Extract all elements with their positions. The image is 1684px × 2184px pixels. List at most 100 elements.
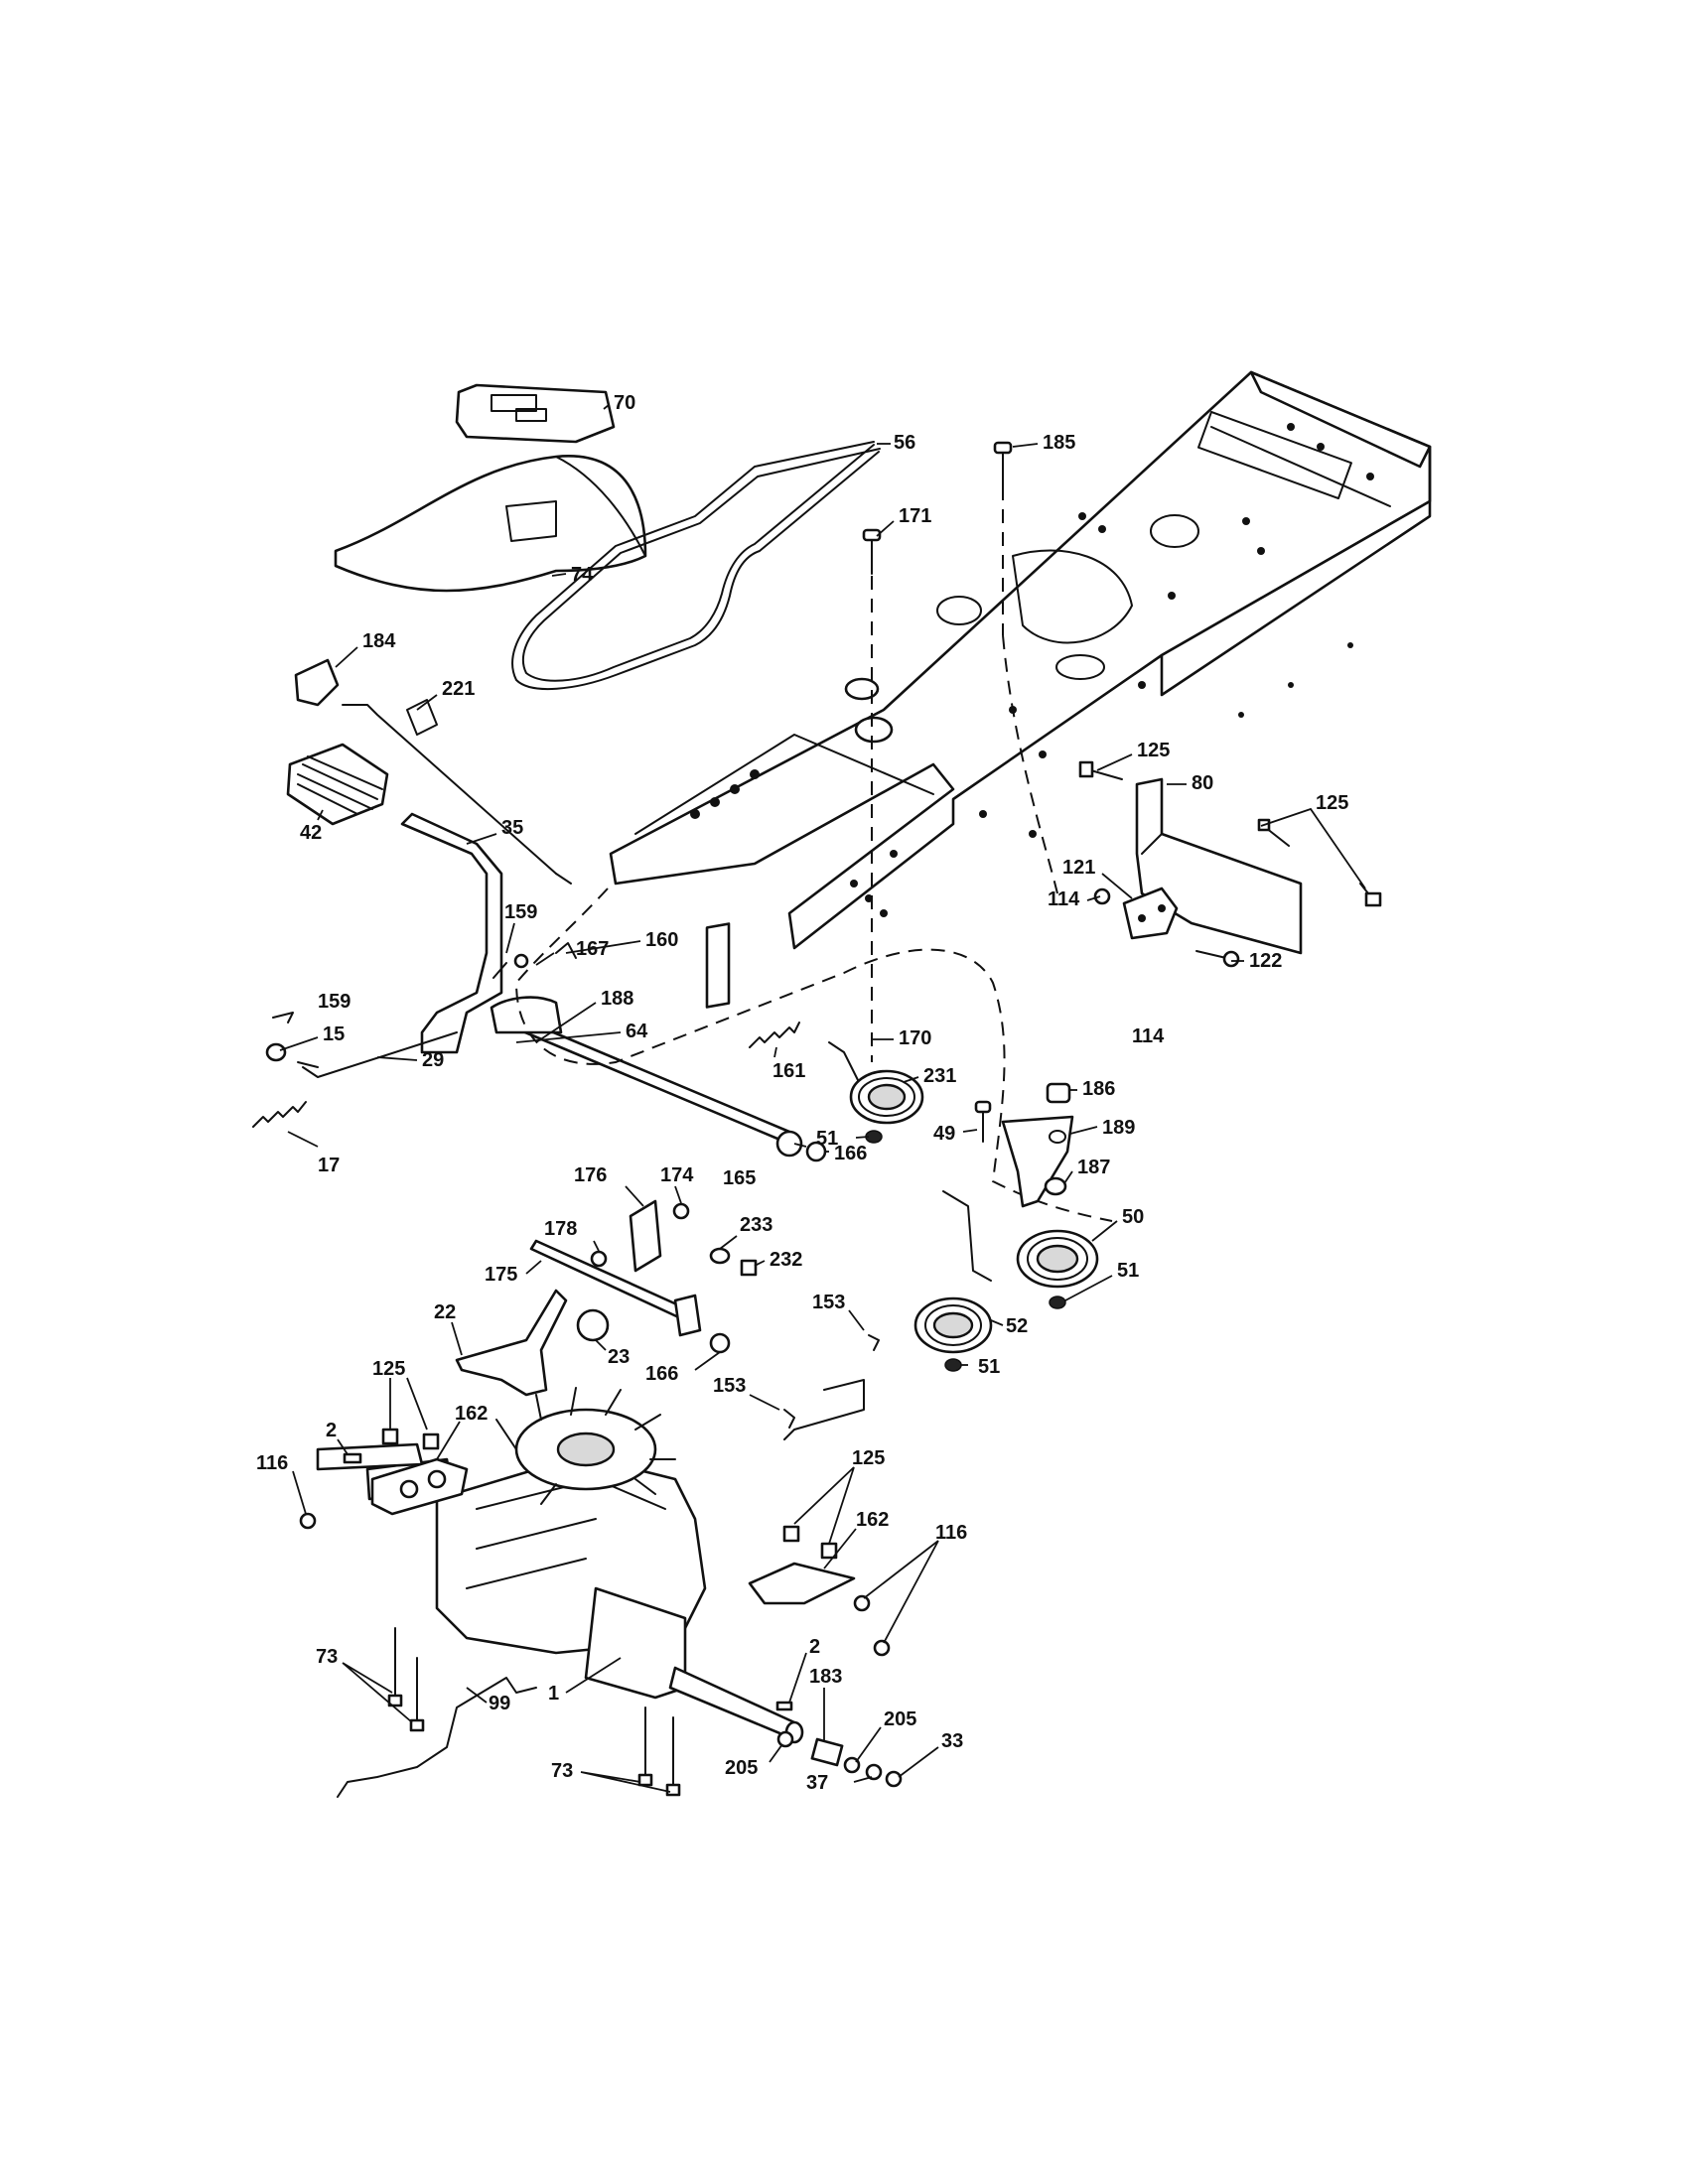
callout-167: 167 bbox=[576, 938, 609, 960]
callout-205-a: 205 bbox=[725, 1757, 758, 1779]
callout-171: 171 bbox=[899, 505, 931, 527]
callout-125-d: 125 bbox=[852, 1447, 885, 1469]
bolt-185 bbox=[993, 441, 1013, 635]
callout-50: 50 bbox=[1122, 1206, 1144, 1228]
rod-35 bbox=[342, 704, 572, 885]
callout-161: 161 bbox=[772, 1060, 805, 1082]
callout-153-b: 153 bbox=[713, 1375, 746, 1397]
callout-125-a: 125 bbox=[1137, 740, 1170, 761]
callout-23: 23 bbox=[608, 1346, 630, 1368]
callout-176: 176 bbox=[574, 1164, 607, 1186]
callout-170: 170 bbox=[899, 1027, 931, 1049]
callout-153-a: 153 bbox=[812, 1292, 845, 1313]
spring-17 bbox=[252, 1101, 307, 1128]
callout-231: 231 bbox=[923, 1065, 956, 1087]
callout-52: 52 bbox=[1006, 1315, 1028, 1337]
callout-221: 221 bbox=[442, 678, 475, 700]
bracket-176 bbox=[629, 1199, 662, 1273]
callout-159-b: 159 bbox=[318, 991, 351, 1013]
rod-29 bbox=[297, 1031, 458, 1078]
callout-166-b: 166 bbox=[645, 1363, 678, 1385]
callout-175: 175 bbox=[485, 1264, 517, 1286]
nut-174 bbox=[672, 1202, 690, 1220]
nut-114 bbox=[1093, 887, 1111, 905]
callout-56: 56 bbox=[894, 432, 915, 454]
nut-51-right bbox=[1049, 1296, 1066, 1309]
washer-166-lower bbox=[709, 1332, 731, 1354]
callout-2-b: 2 bbox=[809, 1636, 820, 1658]
key-2-left bbox=[343, 1452, 362, 1464]
callout-74: 74 bbox=[571, 564, 594, 586]
callout-49: 49 bbox=[933, 1123, 955, 1145]
callout-99: 99 bbox=[489, 1693, 510, 1714]
parts-159-160-167 bbox=[492, 942, 577, 979]
callout-165: 165 bbox=[723, 1167, 756, 1189]
nuts-125-116 bbox=[299, 1428, 891, 1657]
pedal-pad-42 bbox=[286, 743, 389, 826]
callout-174: 174 bbox=[660, 1164, 694, 1186]
washer-187 bbox=[1044, 1176, 1067, 1196]
bracket-80 bbox=[1135, 777, 1303, 955]
spacer-186 bbox=[1046, 1082, 1071, 1104]
bolt-171 bbox=[862, 528, 882, 1062]
routing-line-2 bbox=[1002, 634, 1058, 894]
bracket-left-of-50 bbox=[942, 1190, 992, 1282]
arm-189 bbox=[1001, 1115, 1074, 1208]
callout-121: 121 bbox=[1062, 857, 1095, 879]
pin-122 bbox=[1195, 950, 1240, 968]
spacer-183 bbox=[810, 1737, 844, 1767]
callout-42: 42 bbox=[300, 822, 322, 844]
callout-labels: 70 56 185 171 74 184 221 42 35 125 80 12… bbox=[256, 392, 1348, 1794]
pulley-52 bbox=[913, 1297, 993, 1354]
callout-125-b: 125 bbox=[1316, 792, 1348, 814]
plate-121 bbox=[1122, 887, 1179, 940]
lever-22 bbox=[455, 1289, 568, 1397]
callout-22: 22 bbox=[434, 1301, 456, 1323]
clip-221 bbox=[406, 699, 438, 736]
callout-51-c: 51 bbox=[978, 1356, 1000, 1378]
callout-80: 80 bbox=[1192, 772, 1213, 794]
callout-29: 29 bbox=[422, 1049, 444, 1071]
callout-1: 1 bbox=[548, 1683, 559, 1705]
pulley-50 bbox=[1016, 1229, 1099, 1289]
callout-162-b: 162 bbox=[856, 1509, 889, 1531]
callout-116-a: 116 bbox=[256, 1452, 288, 1474]
bolt-49 bbox=[974, 1100, 992, 1143]
callout-33: 33 bbox=[941, 1730, 963, 1752]
callout-51-b: 51 bbox=[1117, 1260, 1139, 1282]
shaft-175 bbox=[529, 1239, 702, 1337]
callout-162-a: 162 bbox=[455, 1403, 488, 1425]
washer-15 bbox=[265, 1042, 287, 1062]
callout-114-a: 114 bbox=[1048, 888, 1080, 910]
callout-160: 160 bbox=[645, 929, 678, 951]
callout-188: 188 bbox=[601, 988, 633, 1010]
callout-166-a: 166 bbox=[834, 1143, 867, 1164]
ball-23 bbox=[576, 1308, 610, 1342]
callout-183: 183 bbox=[809, 1666, 842, 1688]
leader-lines bbox=[279, 404, 1366, 1793]
washer-233 bbox=[709, 1247, 731, 1265]
pulley-231 bbox=[849, 1069, 924, 1125]
bushing-165 bbox=[775, 1130, 803, 1158]
callout-51-a: 51 bbox=[816, 1128, 838, 1150]
callout-73-a: 73 bbox=[316, 1646, 338, 1668]
callout-178: 178 bbox=[544, 1218, 577, 1240]
callout-159-a: 159 bbox=[504, 901, 537, 923]
callout-15: 15 bbox=[323, 1024, 345, 1045]
chassis-frame bbox=[609, 370, 1432, 950]
callout-73-b: 73 bbox=[551, 1760, 573, 1782]
callout-114-b: 114 bbox=[1132, 1025, 1165, 1047]
callout-70: 70 bbox=[614, 392, 635, 414]
callout-233: 233 bbox=[740, 1214, 772, 1236]
bolts-73 bbox=[387, 1627, 681, 1797]
bracket-162-right bbox=[748, 1562, 856, 1605]
callout-116-b: 116 bbox=[935, 1522, 967, 1544]
callout-184: 184 bbox=[362, 630, 396, 652]
callout-122: 122 bbox=[1249, 950, 1282, 972]
callout-186: 186 bbox=[1082, 1078, 1115, 1100]
cross-shaft-64 bbox=[490, 922, 791, 1146]
pedal-arm bbox=[400, 812, 503, 1054]
rod-upper-right bbox=[783, 1379, 865, 1440]
fender bbox=[334, 455, 647, 593]
key-2-right bbox=[775, 1701, 793, 1711]
